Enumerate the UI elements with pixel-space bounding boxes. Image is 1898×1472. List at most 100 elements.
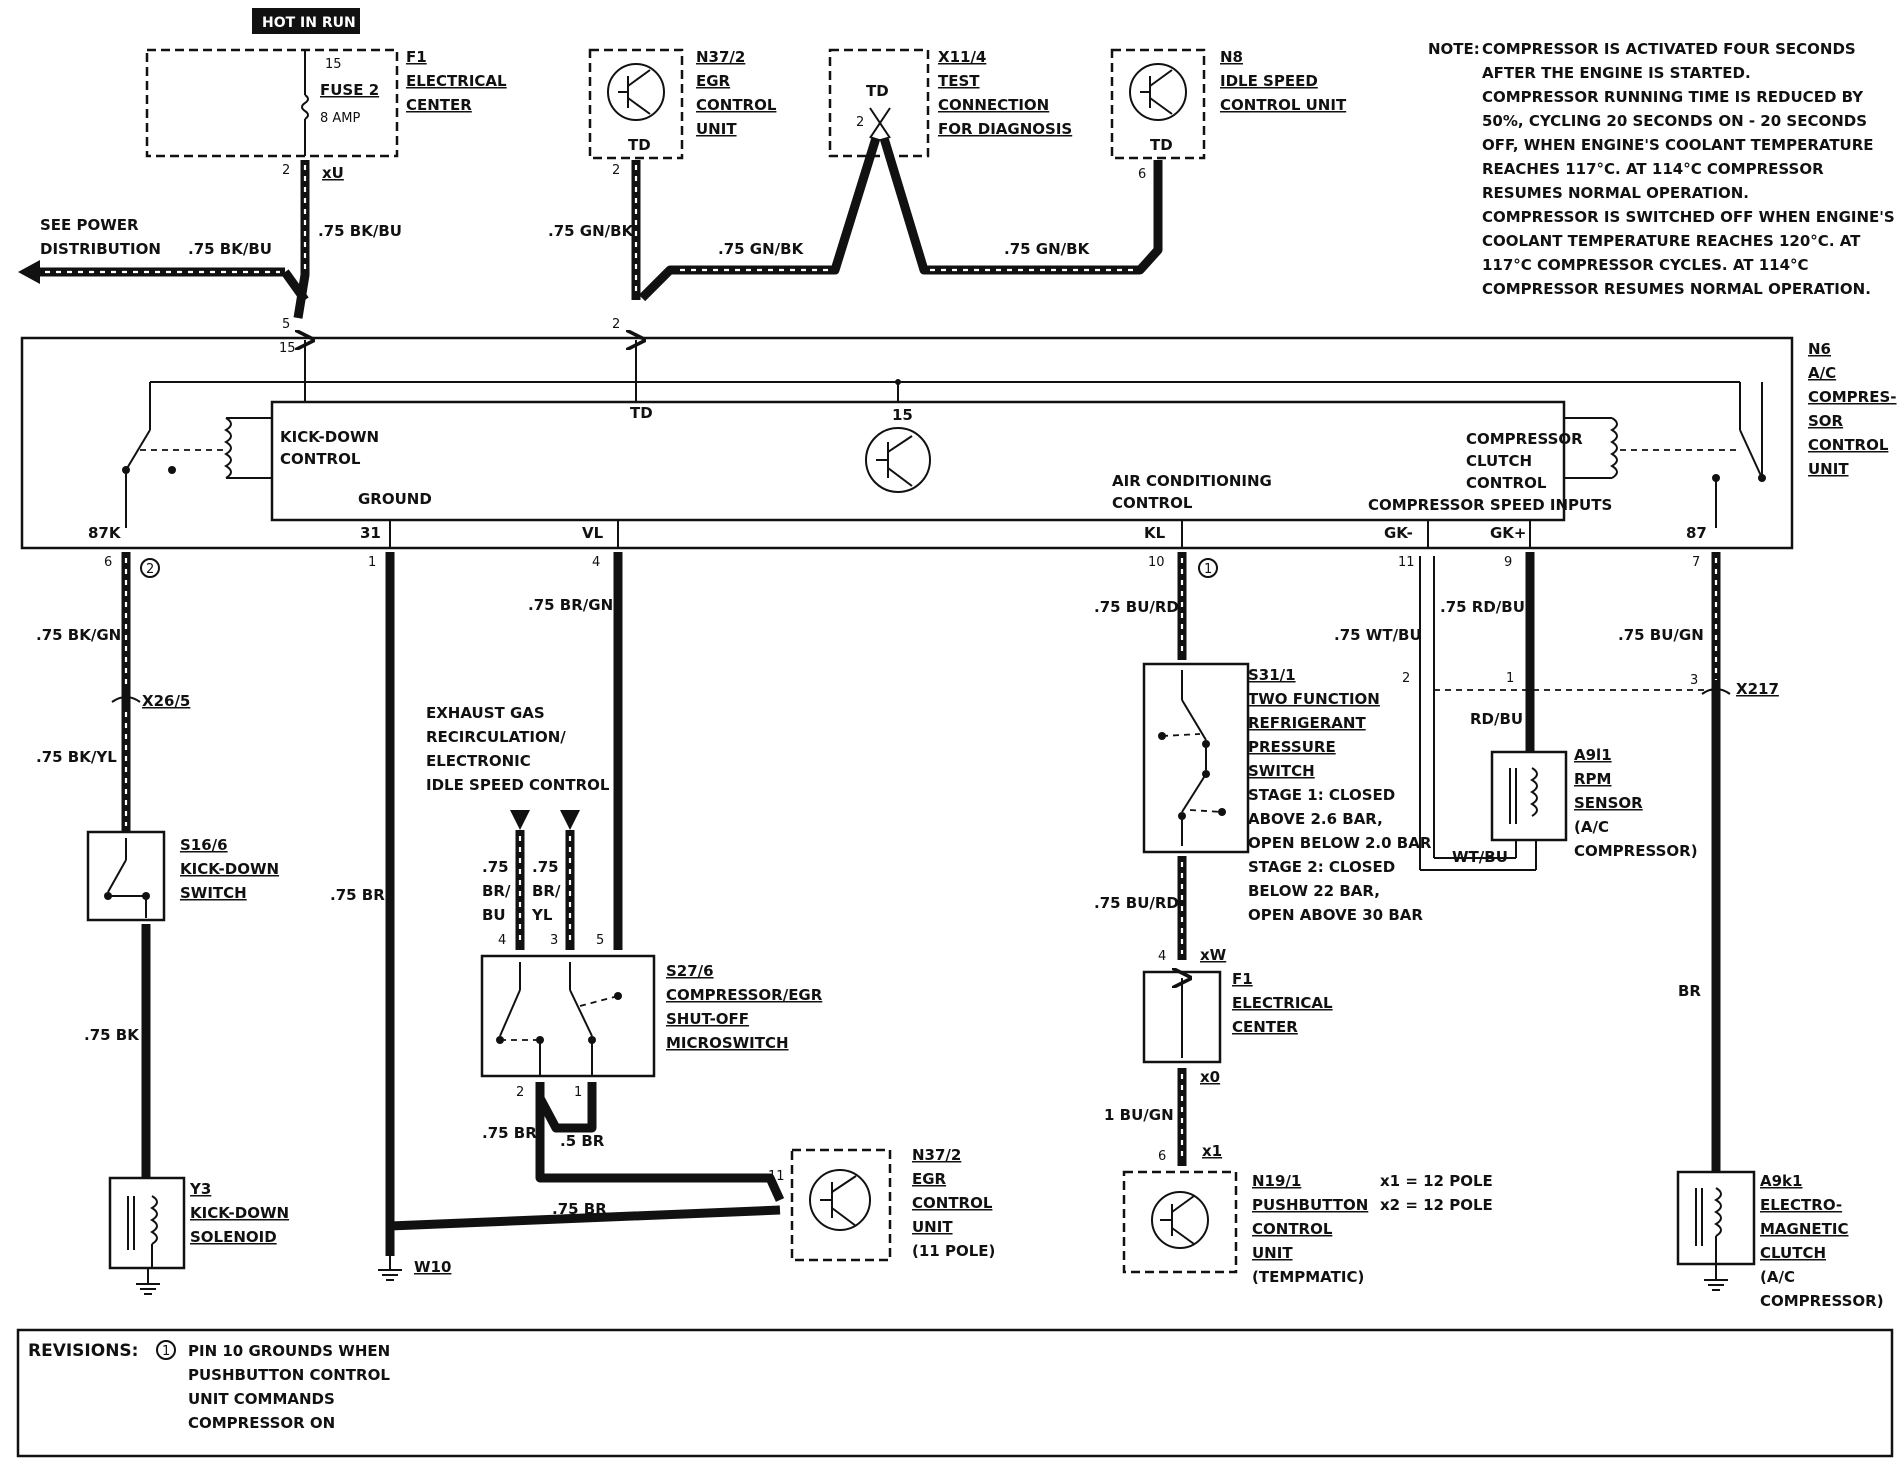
svg-text:REACHES 117°C. AT 114°C COMPRE: REACHES 117°C. AT 114°C COMPRESSOR: [1482, 160, 1824, 178]
svg-text:SOLENOID: SOLENOID: [190, 1228, 277, 1246]
svg-text:xU: xU: [322, 164, 344, 182]
svg-text:(A/C: (A/C: [1574, 818, 1609, 836]
svg-text:A/C: A/C: [1808, 364, 1836, 382]
svg-text:15: 15: [325, 57, 342, 72]
svg-text:BELOW 22 BAR,: BELOW 22 BAR,: [1248, 882, 1380, 900]
svg-text:.75 GN/BK: .75 GN/BK: [1004, 240, 1091, 258]
svg-text:GK-: GK-: [1384, 524, 1413, 542]
svg-text:EXHAUST GAS: EXHAUST GAS: [426, 704, 545, 722]
svg-text:SWITCH: SWITCH: [1248, 762, 1315, 780]
svg-text:RD/BU: RD/BU: [1470, 710, 1523, 728]
svg-text:EGR: EGR: [912, 1170, 947, 1188]
svg-text:2: 2: [612, 163, 620, 178]
svg-text:COMPRESSOR RUNNING TIME IS RED: COMPRESSOR RUNNING TIME IS REDUCED BY: [1482, 88, 1864, 106]
svg-text:6: 6: [104, 555, 112, 570]
svg-text:ELECTRONIC: ELECTRONIC: [426, 752, 531, 770]
svg-text:6: 6: [1138, 167, 1146, 182]
svg-text:N8: N8: [1220, 48, 1243, 66]
svg-text:BU: BU: [482, 906, 506, 924]
wire-f1-to-n6: .75 BK/BU: [281, 160, 402, 319]
svg-text:COMPRESSOR: COMPRESSOR: [1466, 430, 1583, 448]
svg-text:4: 4: [1158, 949, 1166, 964]
svg-text:YL: YL: [531, 906, 553, 924]
svg-text:1: 1: [574, 1085, 582, 1100]
svg-text:COMPRESSOR IS SWITCHED OFF WHE: COMPRESSOR IS SWITCHED OFF WHEN ENGINE'S: [1482, 208, 1895, 226]
svg-text:FUSE 2: FUSE 2: [320, 81, 379, 99]
svg-text:.75 GN/BK: .75 GN/BK: [718, 240, 805, 258]
svg-text:3: 3: [550, 933, 558, 948]
svg-text:KICK-DOWN: KICK-DOWN: [190, 1204, 289, 1222]
svg-text:VL: VL: [582, 524, 604, 542]
svg-text:2: 2: [282, 163, 290, 178]
svg-text:S31/1: S31/1: [1248, 666, 1296, 684]
f1-fuse-block: 15 FUSE 2 8 AMP F1 ELECTRICAL CENTER 2 x…: [145, 48, 507, 182]
hot-in-run-tag: HOT IN RUN: [252, 8, 360, 34]
svg-text:5: 5: [282, 317, 290, 332]
svg-text:2: 2: [516, 1085, 524, 1100]
svg-text:GK+: GK+: [1490, 524, 1527, 542]
svg-text:GROUND: GROUND: [358, 490, 432, 508]
x11-test-connection: TD 2 X11/4 TEST CONNECTION FOR DIAGNOSIS: [828, 48, 1072, 158]
svg-text:TD: TD: [1150, 136, 1173, 154]
svg-text:1: 1: [162, 1344, 170, 1359]
svg-text:N37/2: N37/2: [696, 48, 745, 66]
svg-text:9: 9: [1504, 555, 1512, 570]
svg-text:OPEN ABOVE 30 BAR: OPEN ABOVE 30 BAR: [1248, 906, 1423, 924]
kick-down-circuit: .75 BK/GN X26/5 .75 BK/YL S16/6 KICK-DOW…: [36, 552, 289, 1295]
svg-text:.75 BU/RD: .75 BU/RD: [1094, 598, 1179, 616]
svg-text:.75 BR/GN: .75 BR/GN: [528, 596, 613, 614]
svg-text:.75 BK/BU: .75 BK/BU: [188, 240, 272, 258]
svg-text:SEE POWER: SEE POWER: [40, 216, 139, 234]
svg-text:IDLE SPEED: IDLE SPEED: [1220, 72, 1318, 90]
svg-text:MAGNETIC: MAGNETIC: [1760, 1220, 1848, 1238]
svg-text:STAGE 1: CLOSED: STAGE 1: CLOSED: [1248, 786, 1395, 804]
svg-text:UNIT: UNIT: [696, 120, 737, 138]
svg-text:MICROSWITCH: MICROSWITCH: [666, 1034, 789, 1052]
svg-text:RPM: RPM: [1574, 770, 1611, 788]
svg-text:AFTER THE ENGINE IS STARTED.: AFTER THE ENGINE IS STARTED.: [1482, 64, 1751, 82]
svg-text:REFRIGERANT: REFRIGERANT: [1248, 714, 1366, 732]
svg-text:3: 3: [1690, 673, 1698, 688]
svg-text:A9k1: A9k1: [1760, 1172, 1802, 1190]
svg-text:COMPRESSOR/EGR: COMPRESSOR/EGR: [666, 986, 823, 1004]
svg-text:COMPRESSOR RESUMES NORMAL OPER: COMPRESSOR RESUMES NORMAL OPERATION.: [1482, 280, 1871, 298]
svg-text:.75 BR: .75 BR: [482, 1124, 537, 1142]
svg-text:F1: F1: [1232, 970, 1253, 988]
svg-text:.75 BK: .75 BK: [84, 1026, 140, 1044]
svg-text:10: 10: [1148, 555, 1165, 570]
svg-text:COOLANT TEMPERATURE REACHES 12: COOLANT TEMPERATURE REACHES 120°C. AT: [1482, 232, 1861, 250]
svg-text:31: 31: [360, 524, 381, 542]
svg-text:6: 6: [1158, 1149, 1166, 1164]
svg-text:AIR CONDITIONING: AIR CONDITIONING: [1112, 472, 1272, 490]
svg-text:N6: N6: [1808, 340, 1831, 358]
svg-text:Y3: Y3: [189, 1180, 211, 1198]
svg-text:CONTROL: CONTROL: [1252, 1220, 1333, 1238]
svg-text:TWO FUNCTION: TWO FUNCTION: [1248, 690, 1380, 708]
svg-text:CONTROL UNIT: CONTROL UNIT: [1220, 96, 1347, 114]
svg-text:7: 7: [1692, 555, 1700, 570]
s31-pressure-switch-circuit: .75 BU/RD S31/1 TWO FUNCTION REFRIGERANT…: [1094, 552, 1493, 1286]
svg-text:2: 2: [1402, 671, 1410, 686]
svg-text:NOTE:: NOTE:: [1428, 40, 1480, 58]
n6-compressor-control-unit: 5 15 2 TD 15 KICK-DOWN CONTROL GROUND AI…: [20, 317, 1897, 550]
svg-text:STAGE 2: CLOSED: STAGE 2: CLOSED: [1248, 858, 1395, 876]
svg-text:OFF, WHEN ENGINE'S COOLANT TEM: OFF, WHEN ENGINE'S COOLANT TEMPERATURE: [1482, 136, 1874, 154]
svg-text:8 AMP: 8 AMP: [320, 111, 361, 126]
svg-text:PRESSURE: PRESSURE: [1248, 738, 1336, 756]
wire-gn-bk-network: .75 GN/BK .75 GN/BK .75 GN/BK: [548, 136, 1163, 302]
svg-text:KICK-DOWN: KICK-DOWN: [180, 860, 279, 878]
svg-text:RESUMES NORMAL OPERATION.: RESUMES NORMAL OPERATION.: [1482, 184, 1749, 202]
svg-text:WT/BU: WT/BU: [1452, 848, 1508, 866]
svg-text:RECIRCULATION/: RECIRCULATION/: [426, 728, 566, 746]
svg-text:IDLE SPEED CONTROL: IDLE SPEED CONTROL: [426, 776, 610, 794]
svg-text:ABOVE 2.6 BAR,: ABOVE 2.6 BAR,: [1248, 810, 1383, 828]
svg-text:x1: x1: [1202, 1142, 1222, 1160]
svg-text:COMPRESSOR SPEED INPUTS: COMPRESSOR SPEED INPUTS: [1368, 496, 1612, 514]
svg-text:BR: BR: [1678, 982, 1701, 1000]
svg-text:2: 2: [856, 115, 864, 130]
svg-text:x1 = 12 POLE: x1 = 12 POLE: [1380, 1172, 1493, 1190]
svg-text:TD: TD: [630, 404, 653, 422]
svg-text:.75 BK/YL: .75 BK/YL: [36, 748, 117, 766]
svg-text:CONTROL: CONTROL: [1808, 436, 1889, 454]
svg-text:REVISIONS:: REVISIONS:: [28, 1341, 138, 1361]
